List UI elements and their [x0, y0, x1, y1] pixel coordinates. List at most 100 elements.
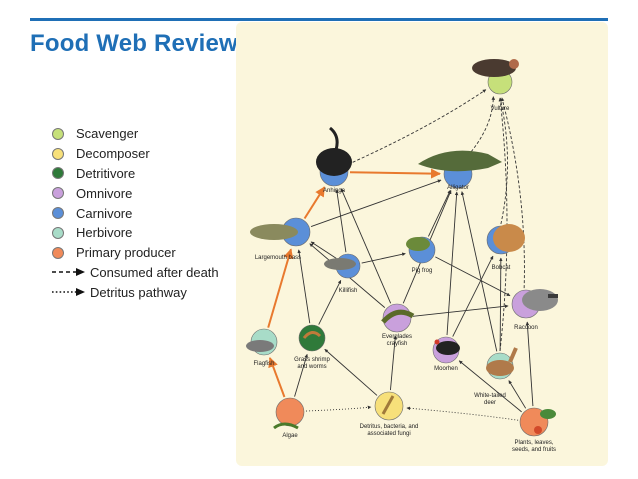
edge-crayfish-to-raccoon [412, 304, 509, 317]
legend-item: Scavenger [52, 124, 219, 144]
edge-shrimp-to-bass [297, 249, 311, 324]
edge-bobcat-to-vulture [499, 97, 508, 225]
edge-anhinga-to-vulture [347, 89, 487, 165]
node-label: deer [484, 400, 496, 406]
node-alligator: Alligator [418, 150, 502, 191]
node-label: crayfish [387, 341, 408, 347]
node-label: Alligator [447, 185, 469, 191]
shrimp-icon [302, 331, 322, 339]
edge-deer-to-alligator [460, 191, 498, 352]
plants-icon [534, 409, 556, 434]
node-label: Flagfish [253, 361, 274, 367]
legend-label: Detritus pathway [90, 284, 187, 300]
crayfish-icon [381, 309, 415, 324]
edge-moorhen-to-alligator [446, 191, 459, 336]
flagfish-icon [246, 340, 274, 352]
legend-item: Herbivore [52, 223, 219, 243]
legend-swatch-scavenger [52, 127, 64, 140]
node-anhinga: Anhinga [316, 126, 352, 194]
slide-title: Food Web Review [30, 30, 238, 57]
raccoon-icon [522, 289, 558, 311]
alligator-icon [418, 150, 502, 172]
edge-bass-to-anhinga [303, 186, 326, 220]
legend-label: Scavenger [76, 126, 139, 142]
node-label: and worms [297, 364, 326, 370]
legend-swatch-herbivore [52, 226, 64, 239]
node-label: seeds, and fruits [512, 447, 556, 453]
node-label: Raccoon [514, 325, 538, 331]
edge-algae-to-flagfish [268, 356, 286, 398]
node-label: Algae [282, 433, 298, 439]
legend-item: Detritus pathway [52, 282, 219, 302]
legend-item: Decomposer [52, 144, 219, 164]
vulture-icon [472, 59, 519, 77]
header-rule [30, 18, 608, 21]
edge-killifish-to-anhinga [335, 189, 347, 253]
edge-plants-to-deer [508, 380, 527, 409]
node-algae: Algae [273, 397, 305, 439]
node-label: Pig frog [412, 268, 433, 274]
node-flagfish: Flagfish [246, 328, 278, 367]
legend-swatch-detritivore [52, 167, 64, 180]
killifish-icon [324, 258, 356, 270]
node-killifish: Killifish [324, 253, 361, 294]
node-bass: Largemouth bass [250, 217, 311, 261]
node-pigfrog: Pig frog [406, 236, 436, 274]
edge-bass-to-alligator [310, 179, 442, 228]
legend-swatch-carnivore [52, 207, 64, 220]
legend-item: Carnivore [52, 203, 219, 223]
edge-pigfrog-to-alligator [428, 189, 451, 237]
legend-label: Omnivore [76, 185, 133, 201]
edge-pigfrog-to-raccoon [435, 256, 511, 297]
edge-plants-to-moorhen [458, 360, 522, 413]
node-label: Killifish [339, 288, 358, 294]
frog-icon [406, 237, 430, 251]
node-label: Anhinga [323, 188, 346, 194]
edge-killifish-to-pigfrog [361, 252, 406, 264]
edge-detritus-to-crayfish [390, 335, 397, 391]
bass-icon [250, 224, 298, 240]
edge-flagfish-to-bass [267, 248, 294, 328]
detritivore-circle [298, 324, 326, 352]
node-label: Largemouth bass [255, 255, 301, 261]
bobcat-icon [493, 224, 525, 252]
algae-icon [273, 422, 299, 430]
primary-producer-circle [275, 397, 305, 427]
edge-algae-to-detritus [305, 405, 372, 412]
legend-item: Primary producer [52, 243, 219, 263]
edge-moorhen-to-bobcat [452, 255, 494, 337]
detritus-icon [381, 395, 395, 415]
legend-label: Decomposer [76, 146, 150, 162]
edge-plants-to-raccoon [525, 321, 534, 407]
node-label: Moorhen [434, 366, 458, 372]
legend-swatch-decomposer [52, 147, 64, 160]
legend-label: Detritivore [76, 165, 136, 181]
legend-label: Consumed after death [90, 264, 219, 280]
node-label: associated fungi [367, 431, 410, 437]
node-label: White-tailed [474, 393, 506, 399]
node-vulture: Vulture [472, 59, 519, 112]
legend-item: Consumed after death [52, 263, 219, 283]
dashed-arrow-icon [52, 268, 85, 277]
edge-plants-to-detritus [406, 406, 519, 421]
node-moorhen: Moorhen [432, 336, 460, 372]
moorhen-icon [434, 339, 460, 355]
edge-crayfish-to-anhinga [340, 188, 392, 304]
edge-detritus-to-shrimp [324, 348, 378, 396]
node-label: Detritus, bacteria, and [360, 424, 419, 430]
edge-shrimp-to-killifish [318, 279, 342, 325]
node-bobcat: Bobcat [486, 224, 525, 271]
edge-deer-to-bobcat [499, 257, 503, 352]
node-plants: Plants, leaves,seeds, and fruits [512, 407, 556, 453]
node-label: Plants, leaves, [514, 440, 553, 446]
legend-label: Herbivore [76, 225, 133, 241]
legend-label: Primary producer [76, 245, 176, 261]
node-label: Everglades [382, 334, 412, 340]
